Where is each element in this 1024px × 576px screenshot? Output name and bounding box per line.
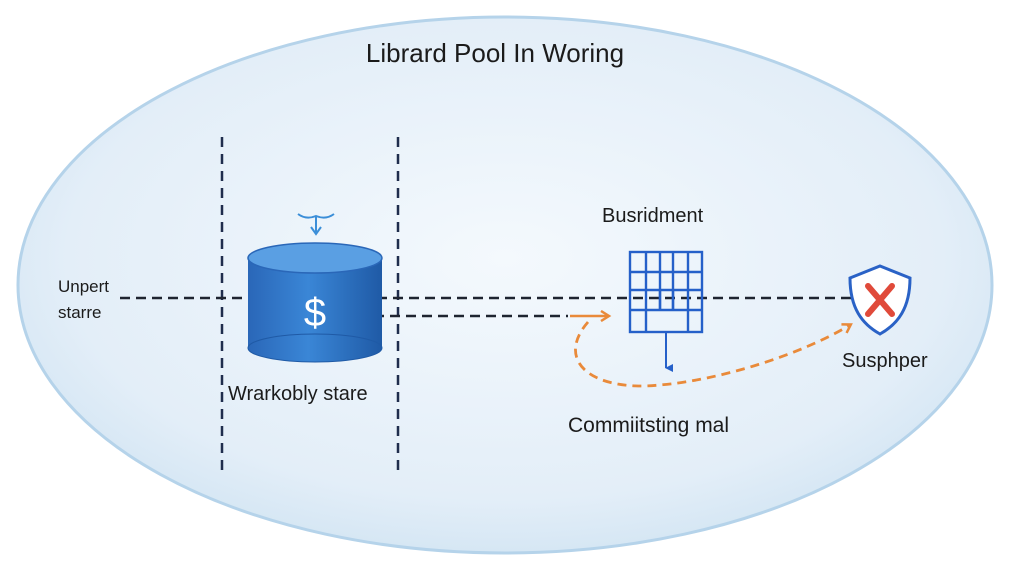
curved-arrow-to-shield [574,321,850,388]
left-label: Unpert starre [58,274,109,326]
commit-label: Commiitsting mal [568,414,730,437]
left-label-line2: starre [58,303,102,322]
background-ellipse [16,15,994,555]
left-label-line1: Unpert [58,277,110,296]
database-cylinder-icon: $ [247,242,383,363]
shield-label: Susphper [842,350,928,372]
shield-x-icon [848,264,912,336]
diagram-title: Librard Pool In Woring [365,38,625,68]
split-arrow-icon [297,213,335,236]
grid-node-label: Busridment [602,205,704,227]
dollar-symbol: $ [304,291,326,335]
grid-lattice-icon [628,250,704,334]
database-label: Wrarkobly stare [228,383,368,405]
